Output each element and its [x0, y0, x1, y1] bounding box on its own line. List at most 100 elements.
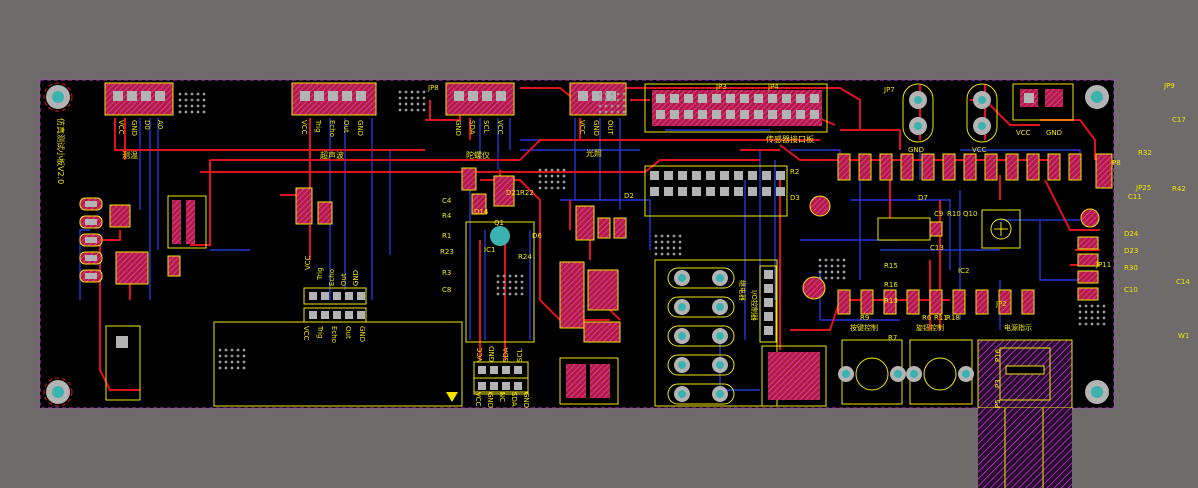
label-io-ctrl: I/O控制器	[750, 290, 759, 321]
ref-jp11: JP11	[1095, 261, 1111, 269]
ultrasonic-pins	[309, 292, 365, 319]
light-sensor-components	[559, 205, 627, 405]
h5-label-3: Out	[340, 273, 348, 286]
ref-r18: R18	[946, 314, 960, 322]
label-infra: 光照	[586, 148, 602, 158]
h5-label-2: Echo	[328, 269, 336, 286]
h7-label-1: GND	[488, 346, 496, 362]
ref-d14: D14	[474, 208, 489, 216]
buzzer-left	[838, 339, 906, 405]
resistor-row-upper	[837, 153, 1082, 181]
ref-r16: R16	[884, 281, 898, 289]
h6-label-2: Echo	[330, 326, 338, 343]
resistor-row-lower	[837, 289, 1035, 315]
h6-label-4: GND	[358, 326, 366, 342]
label-gyro: 陀螺仪	[466, 150, 490, 160]
ref-r9: R9	[860, 314, 869, 322]
ref-r23: R23	[440, 248, 454, 256]
h1-label-0: VCC	[117, 120, 125, 135]
h6-label-0: VCC	[302, 326, 310, 341]
relay-outline	[105, 325, 141, 401]
ref-d3: D3	[790, 194, 800, 202]
jp7-label-vcc: VCC	[972, 146, 987, 154]
h3-label-0: GND	[454, 120, 462, 136]
via-clusters	[178, 90, 1106, 370]
header-h4	[569, 82, 627, 116]
header-h7	[473, 361, 529, 395]
h3-label-2: SCL	[482, 120, 490, 133]
ref-jp25: JP25	[1135, 184, 1151, 192]
ref-r2: R2	[790, 168, 799, 176]
ref-r4: R4	[442, 212, 452, 220]
ref-r3: R3	[442, 269, 451, 277]
ref-r24: R24	[518, 253, 532, 261]
header-h2	[291, 82, 377, 116]
ref-r15: R15	[884, 262, 898, 270]
ref-r11: R11	[934, 314, 948, 322]
ic-temp	[109, 195, 207, 285]
board-outline	[39, 79, 1115, 409]
ref-c9: C9	[934, 210, 943, 218]
h6-label-3: Out	[344, 326, 352, 339]
ref-jp4: JP4	[767, 83, 779, 91]
ref-jp8: JP8	[427, 84, 439, 92]
display-module-outline	[213, 321, 463, 407]
ref-r1: R1	[442, 232, 451, 240]
relay-oval-pads	[667, 267, 773, 405]
ref-r30: R30	[1124, 264, 1138, 272]
h2-label-2: Echo	[328, 120, 336, 137]
header-h7-pins	[478, 366, 522, 390]
mounting-holes	[43, 82, 1109, 407]
ref-d2: D2	[624, 192, 634, 200]
h3-label-3: VCC	[496, 120, 504, 135]
h1-label-2: D0	[143, 120, 151, 130]
jp7-label-gnd: GND	[908, 146, 924, 154]
ref-c17: C17	[1172, 116, 1186, 124]
ref-jp7: JP7	[883, 86, 895, 94]
header-h1	[104, 82, 174, 116]
ref-jp2: JP2	[995, 300, 1007, 308]
ref-c8: C8	[442, 286, 451, 294]
rotary-switch	[977, 339, 1073, 488]
potentiometer	[981, 209, 1021, 249]
h4-label-0: VCC	[578, 120, 586, 135]
h3-label-1: SDA	[468, 120, 476, 135]
h7-label-0: VCC	[476, 347, 484, 362]
ref-q10: Q10	[963, 210, 977, 218]
ref-c13: C13	[930, 244, 944, 252]
label-relay: 继电器	[738, 280, 747, 301]
label-extra: 电源指示	[1004, 323, 1032, 332]
ref-c14: C14	[1176, 278, 1190, 286]
h2-label-3: Out	[342, 120, 350, 133]
ref-r42: R42	[1172, 185, 1186, 193]
label-rotary: 旋钮控制	[916, 323, 944, 332]
bottom-layer-traces	[79, 118, 1081, 391]
power-connector	[1012, 83, 1074, 121]
h1-label-1: GND	[130, 120, 138, 136]
ref-r6: R6	[922, 314, 932, 322]
ref-p8: P8	[1112, 159, 1121, 167]
h8-label-3: SDA	[510, 392, 518, 407]
h4-label-2: OUT	[606, 120, 614, 136]
ref-jp3: JP3	[715, 83, 727, 91]
h1-label-3: A0	[156, 120, 164, 129]
h5-label-1: Trig	[316, 267, 324, 281]
ref-d23: D23	[1124, 247, 1138, 255]
ref-r7: R7	[888, 334, 897, 342]
jumper-vcc	[966, 83, 998, 143]
header-long-double	[644, 165, 788, 217]
h8-label-0: VCC	[474, 392, 482, 407]
buzzer-right	[906, 339, 974, 405]
label-sensor-board: 传感器接口板	[766, 134, 814, 144]
ref-d7: D7	[918, 194, 928, 202]
label-key-ctrl: 按键控制	[850, 323, 878, 332]
header-long-double-pins	[650, 171, 785, 196]
label-ultrasonic: 超声波	[320, 150, 344, 160]
left-pad-column	[79, 197, 103, 283]
ref-r10: R10	[947, 210, 961, 218]
dip-switch	[761, 345, 827, 407]
label-temp: 测温	[122, 151, 138, 160]
h4-label-1: GND	[592, 120, 600, 136]
